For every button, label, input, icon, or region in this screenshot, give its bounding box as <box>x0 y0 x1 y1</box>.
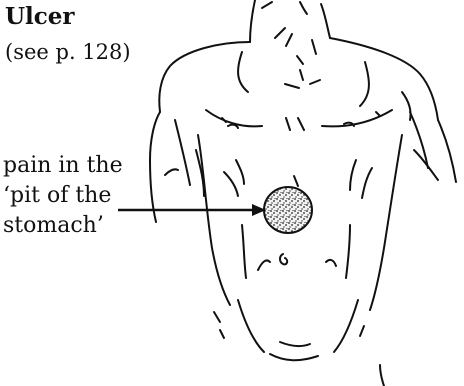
callout-line-2: ‘pit of the <box>3 182 111 210</box>
stippled-pain-area-icon <box>264 187 312 233</box>
navel <box>280 254 287 264</box>
left-torso-side-line <box>198 135 230 305</box>
right-torso-side-line <box>370 135 402 310</box>
chest-right-line <box>322 110 392 126</box>
callout-line-3: stomach’ <box>3 212 104 240</box>
neck-left-line <box>250 0 255 42</box>
neck-right-line <box>321 4 330 38</box>
left-shoulder-line <box>159 42 250 112</box>
left-nipple <box>228 125 238 128</box>
right-shoulder-line <box>330 38 438 120</box>
right-arm-outer-line <box>438 120 456 182</box>
left-arm-outer-line <box>150 112 160 222</box>
condition-title: Ulcer <box>5 3 75 31</box>
page-reference: (see p. 128) <box>5 39 131 65</box>
callout-line-1: pain in the <box>3 152 123 180</box>
